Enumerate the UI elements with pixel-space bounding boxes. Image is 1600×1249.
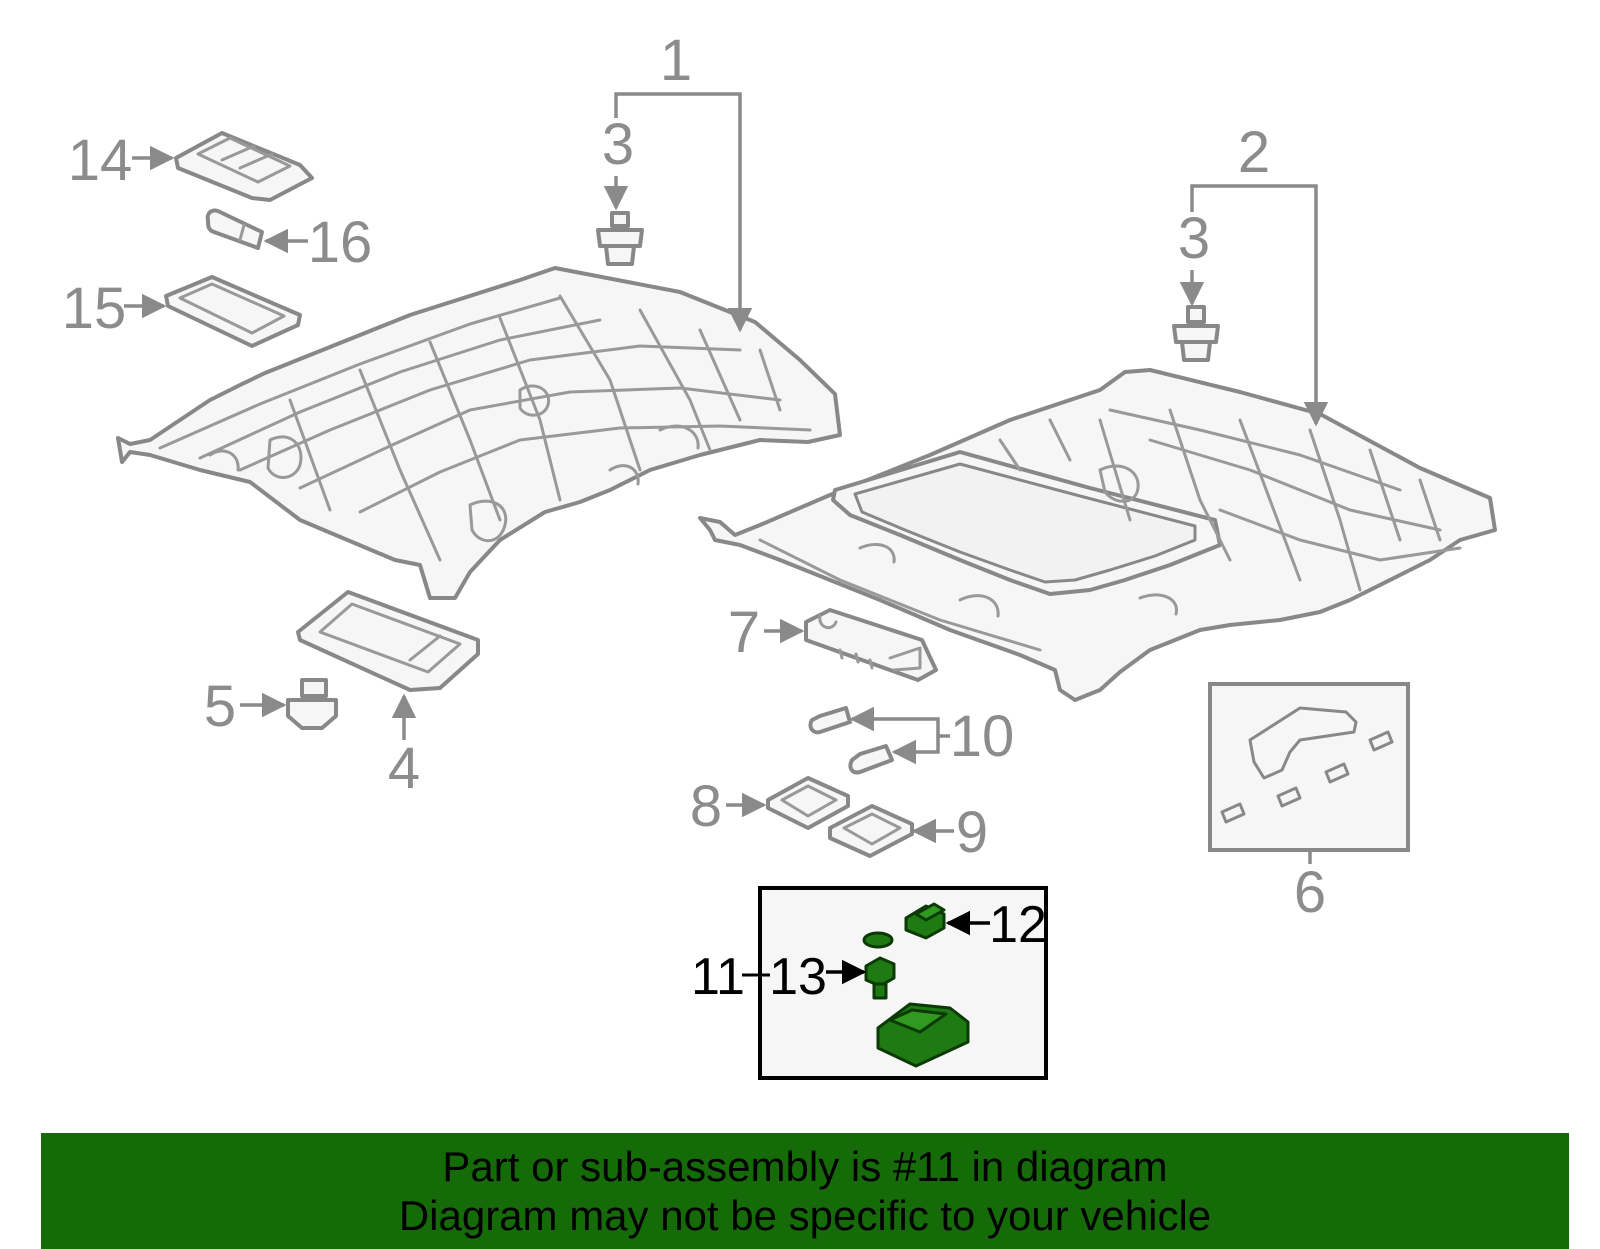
banner-line-2: Diagram may not be specific to your vehi… bbox=[398, 1192, 1212, 1239]
lens-9 bbox=[828, 804, 914, 858]
lens-8 bbox=[766, 776, 850, 830]
callout-4: 4 bbox=[388, 736, 420, 801]
callout-9: 9 bbox=[956, 800, 988, 865]
callout-13: 13 bbox=[769, 948, 827, 1006]
clip-3-right bbox=[1172, 305, 1220, 362]
part-12-green bbox=[904, 902, 946, 940]
headliner-2 bbox=[698, 368, 1497, 702]
bulbs-10 bbox=[808, 706, 894, 775]
callout-8: 8 bbox=[690, 774, 722, 839]
banner-line-1: Part or sub-assembly is #11 in diagram bbox=[442, 1143, 1168, 1190]
callout-2: 2 bbox=[1238, 120, 1270, 185]
grab-handle-box-6 bbox=[1208, 682, 1410, 852]
callout-3-right: 3 bbox=[1178, 206, 1210, 271]
vanity-cover-4 bbox=[296, 590, 480, 692]
part-11-green bbox=[876, 1002, 970, 1068]
callout-14: 14 bbox=[68, 128, 133, 193]
callout-5: 5 bbox=[204, 674, 236, 739]
callout-3-left: 3 bbox=[602, 112, 634, 177]
map-lamp-14 bbox=[174, 131, 314, 202]
headliner-1 bbox=[116, 266, 842, 600]
callout-7: 7 bbox=[728, 600, 760, 665]
clip-5 bbox=[286, 678, 338, 730]
clip-3-left bbox=[596, 211, 644, 266]
bulb-16 bbox=[205, 208, 264, 250]
highlight-box-11 bbox=[758, 886, 1048, 1080]
callout-11: 11 bbox=[691, 948, 745, 1006]
washer-green bbox=[862, 931, 894, 949]
leader-lines bbox=[124, 92, 1329, 985]
callout-numbers: 1 2 3 3 4 5 6 7 8 9 10 14 15 16 11 12 13 bbox=[62, 28, 1326, 1006]
callout-12: 12 bbox=[989, 896, 1047, 954]
callout-15: 15 bbox=[62, 276, 127, 341]
info-banner: Part or sub-assembly is #11 in diagram D… bbox=[41, 1133, 1569, 1249]
dome-lamp-7 bbox=[804, 608, 938, 682]
callout-6: 6 bbox=[1294, 860, 1326, 925]
callout-16: 16 bbox=[308, 210, 373, 275]
callout-10: 10 bbox=[950, 704, 1015, 769]
lens-15 bbox=[164, 275, 302, 348]
callout-1: 1 bbox=[660, 28, 692, 93]
